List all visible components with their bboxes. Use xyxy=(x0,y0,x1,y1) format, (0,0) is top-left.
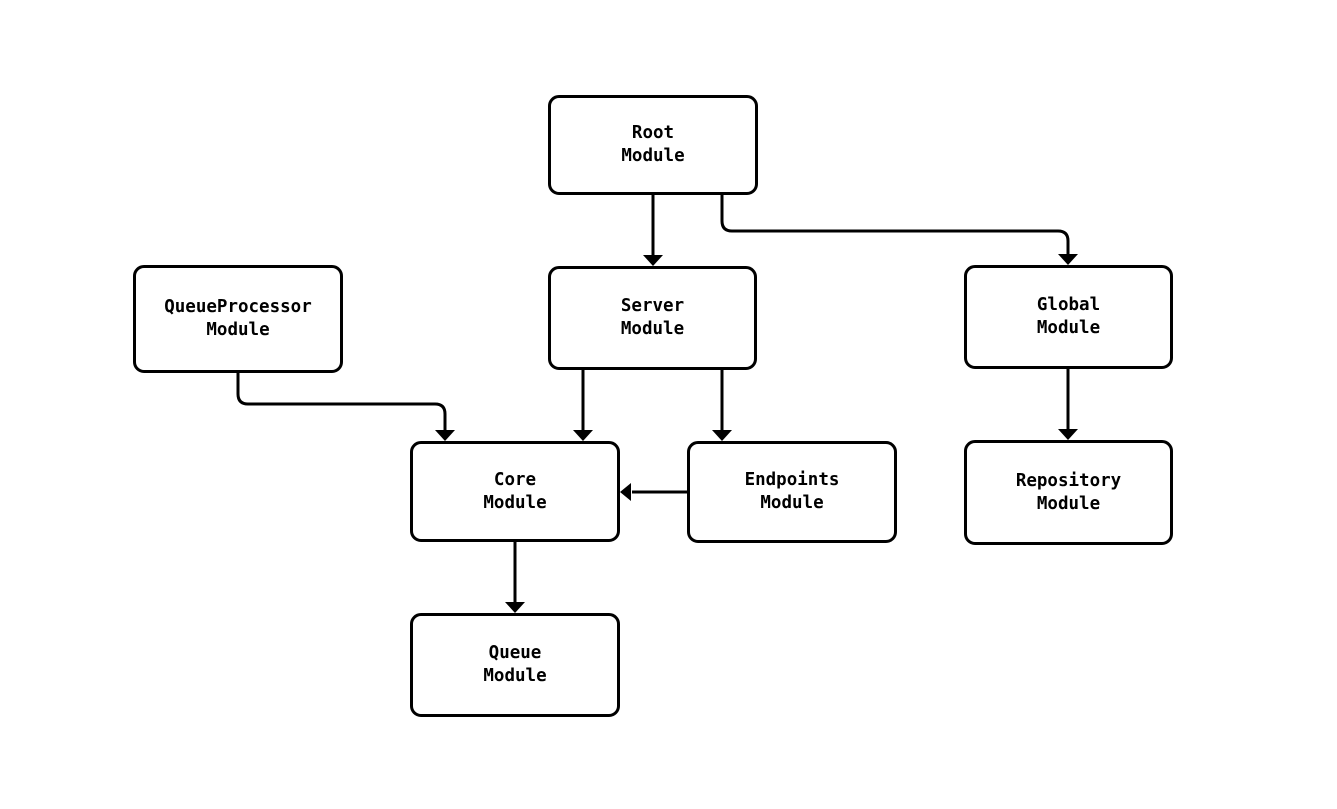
node-queue-module[interactable]: Queue Module xyxy=(410,613,620,717)
node-label-line2: Module xyxy=(1036,493,1101,514)
node-label-line2: Module xyxy=(206,320,270,340)
node-global-module[interactable]: Global Module xyxy=(964,265,1173,369)
node-label-line1: Queue xyxy=(488,643,542,663)
node-label-line2: Module xyxy=(483,492,547,513)
node-label-line1: Endpoints xyxy=(744,470,840,490)
node-label-line1: QueueProcessor xyxy=(164,297,312,317)
node-label-line2: Module xyxy=(621,146,685,166)
node-label-line1: Global xyxy=(1036,295,1101,315)
node-label-line2: Module xyxy=(760,493,824,513)
node-endpoints-module[interactable]: Endpoints Module xyxy=(687,441,897,543)
node-label-line1: Repository xyxy=(1015,470,1122,491)
node-label-line2: Module xyxy=(1036,318,1101,338)
node-label-line1: Root xyxy=(631,123,675,143)
node-root-module[interactable]: Root Module xyxy=(548,95,758,195)
node-core-module[interactable]: Core Module xyxy=(410,441,620,542)
node-label-line1: Core xyxy=(493,469,537,490)
node-repository-module[interactable]: Repository Module xyxy=(964,440,1173,545)
node-label-line2: Module xyxy=(483,666,547,686)
node-server-module[interactable]: Server Module xyxy=(548,266,757,370)
node-queueprocessor-module[interactable]: QueueProcessor Module xyxy=(133,265,343,373)
node-label-line2: Module xyxy=(620,319,685,339)
node-label-line1: Server xyxy=(620,296,685,316)
